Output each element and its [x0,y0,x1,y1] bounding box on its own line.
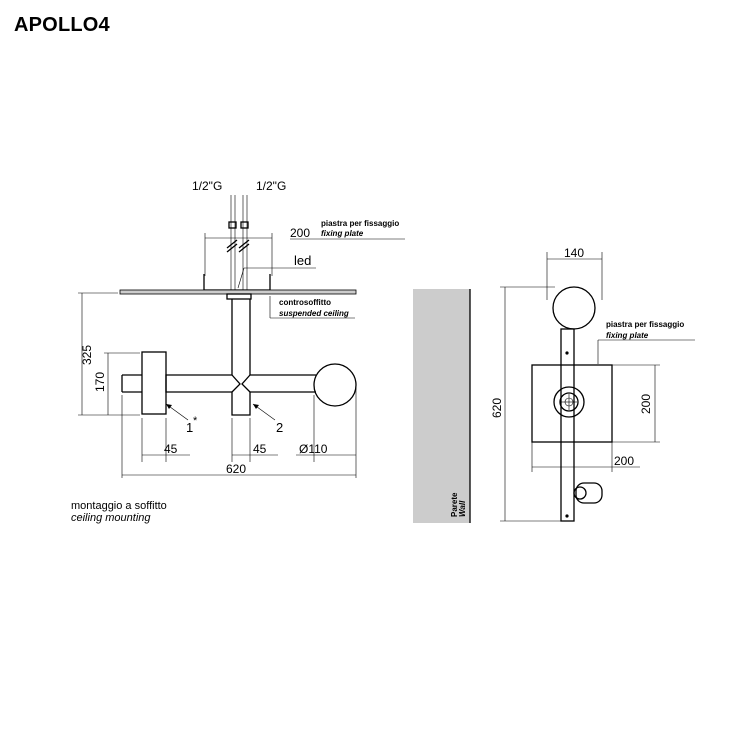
width-top-label: 140 [564,246,584,260]
led-label: led [294,253,311,268]
plate-dim-label: 200 [290,226,310,240]
fixing-plate-label-it: piastra per fissaggio [321,219,399,228]
vertical-bar [560,328,575,522]
connection-label-left: 1/2"G [192,179,222,193]
mixer-handle [141,351,167,415]
wall-label-en: Wall [458,500,467,517]
diameter-label: Ø110 [299,442,328,456]
suspended-ceiling-label-en: suspended ceiling [279,309,349,318]
plate-width-label: 200 [614,454,634,468]
dim-45-right: 45 [253,442,267,456]
plate-height-label: 200 [639,394,653,414]
width-total-label: 620 [226,462,246,476]
caption-it: montaggio a soffitto [71,500,167,512]
supply-pipes [226,195,250,294]
caption-en: ceiling mounting [71,512,151,524]
callout-1-star: * [193,415,198,427]
callout-1: 1 [186,420,193,435]
connection-label-right: 1/2"G [256,179,286,193]
callout-2: 2 [276,420,283,435]
wall-mount-view: Parete Wall 140 piastra per fissaggio fi… [413,246,695,523]
ceiling-mount-view: 1/2"G 1/2"G 200 piastra per fissaggio fi… [71,179,405,524]
shower-head-sphere-front [552,286,596,330]
wall-fixing-plate-label-it: piastra per fissaggio [606,320,684,329]
fixing-plate-label-en: fixing plate [321,229,364,238]
wall [413,289,470,523]
height-part-label: 170 [93,372,107,392]
wall-label-it: Parete [450,492,459,517]
shower-head-sphere [313,363,357,407]
total-height-label: 620 [490,398,504,418]
height-total-label: 325 [80,345,94,365]
wall-fixing-plate-label-en: fixing plate [606,331,649,340]
dim-45-left: 45 [164,442,178,456]
wall-fixing-plate [531,364,613,443]
suspended-ceiling-label-it: controsoffitto [279,298,331,307]
fixing-plate [203,274,271,291]
page-title: APOLLO4 [14,14,110,36]
wall-handle [575,482,603,504]
mixer-valve [553,386,585,418]
